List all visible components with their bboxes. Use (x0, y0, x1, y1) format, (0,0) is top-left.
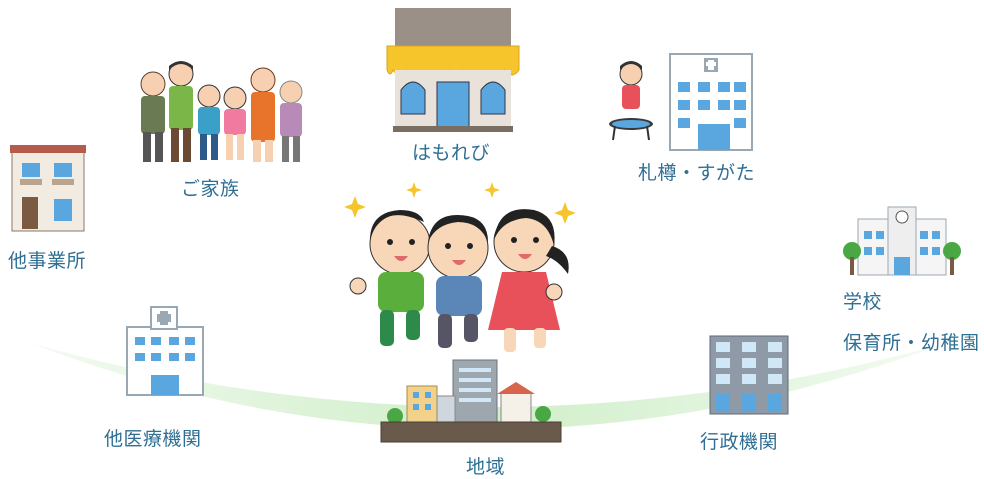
nursery-label: 保育所・幼稚園 (843, 332, 980, 354)
community-label: 地域 (466, 456, 506, 478)
hamorebi-label: はもれび (412, 142, 491, 164)
town-icon (380, 359, 562, 443)
hospital-icon (669, 53, 753, 151)
other-office-label: 他事業所 (8, 250, 87, 272)
children-running-icon (344, 182, 576, 352)
shop-icon (386, 8, 520, 132)
other-medical-label: 他医療機関 (104, 428, 202, 450)
administration-label: 行政機関 (700, 431, 779, 453)
trampoline-child-icon (609, 61, 653, 141)
office-building-icon (10, 145, 86, 232)
school-icon (843, 206, 961, 276)
school-label: 学校 (843, 291, 883, 313)
sapporo-label: 札樽・すがた (638, 162, 756, 184)
government-building-icon (709, 335, 789, 415)
family-icon (140, 61, 303, 162)
family-label: ご家族 (181, 178, 240, 200)
clinic-icon (126, 306, 204, 396)
